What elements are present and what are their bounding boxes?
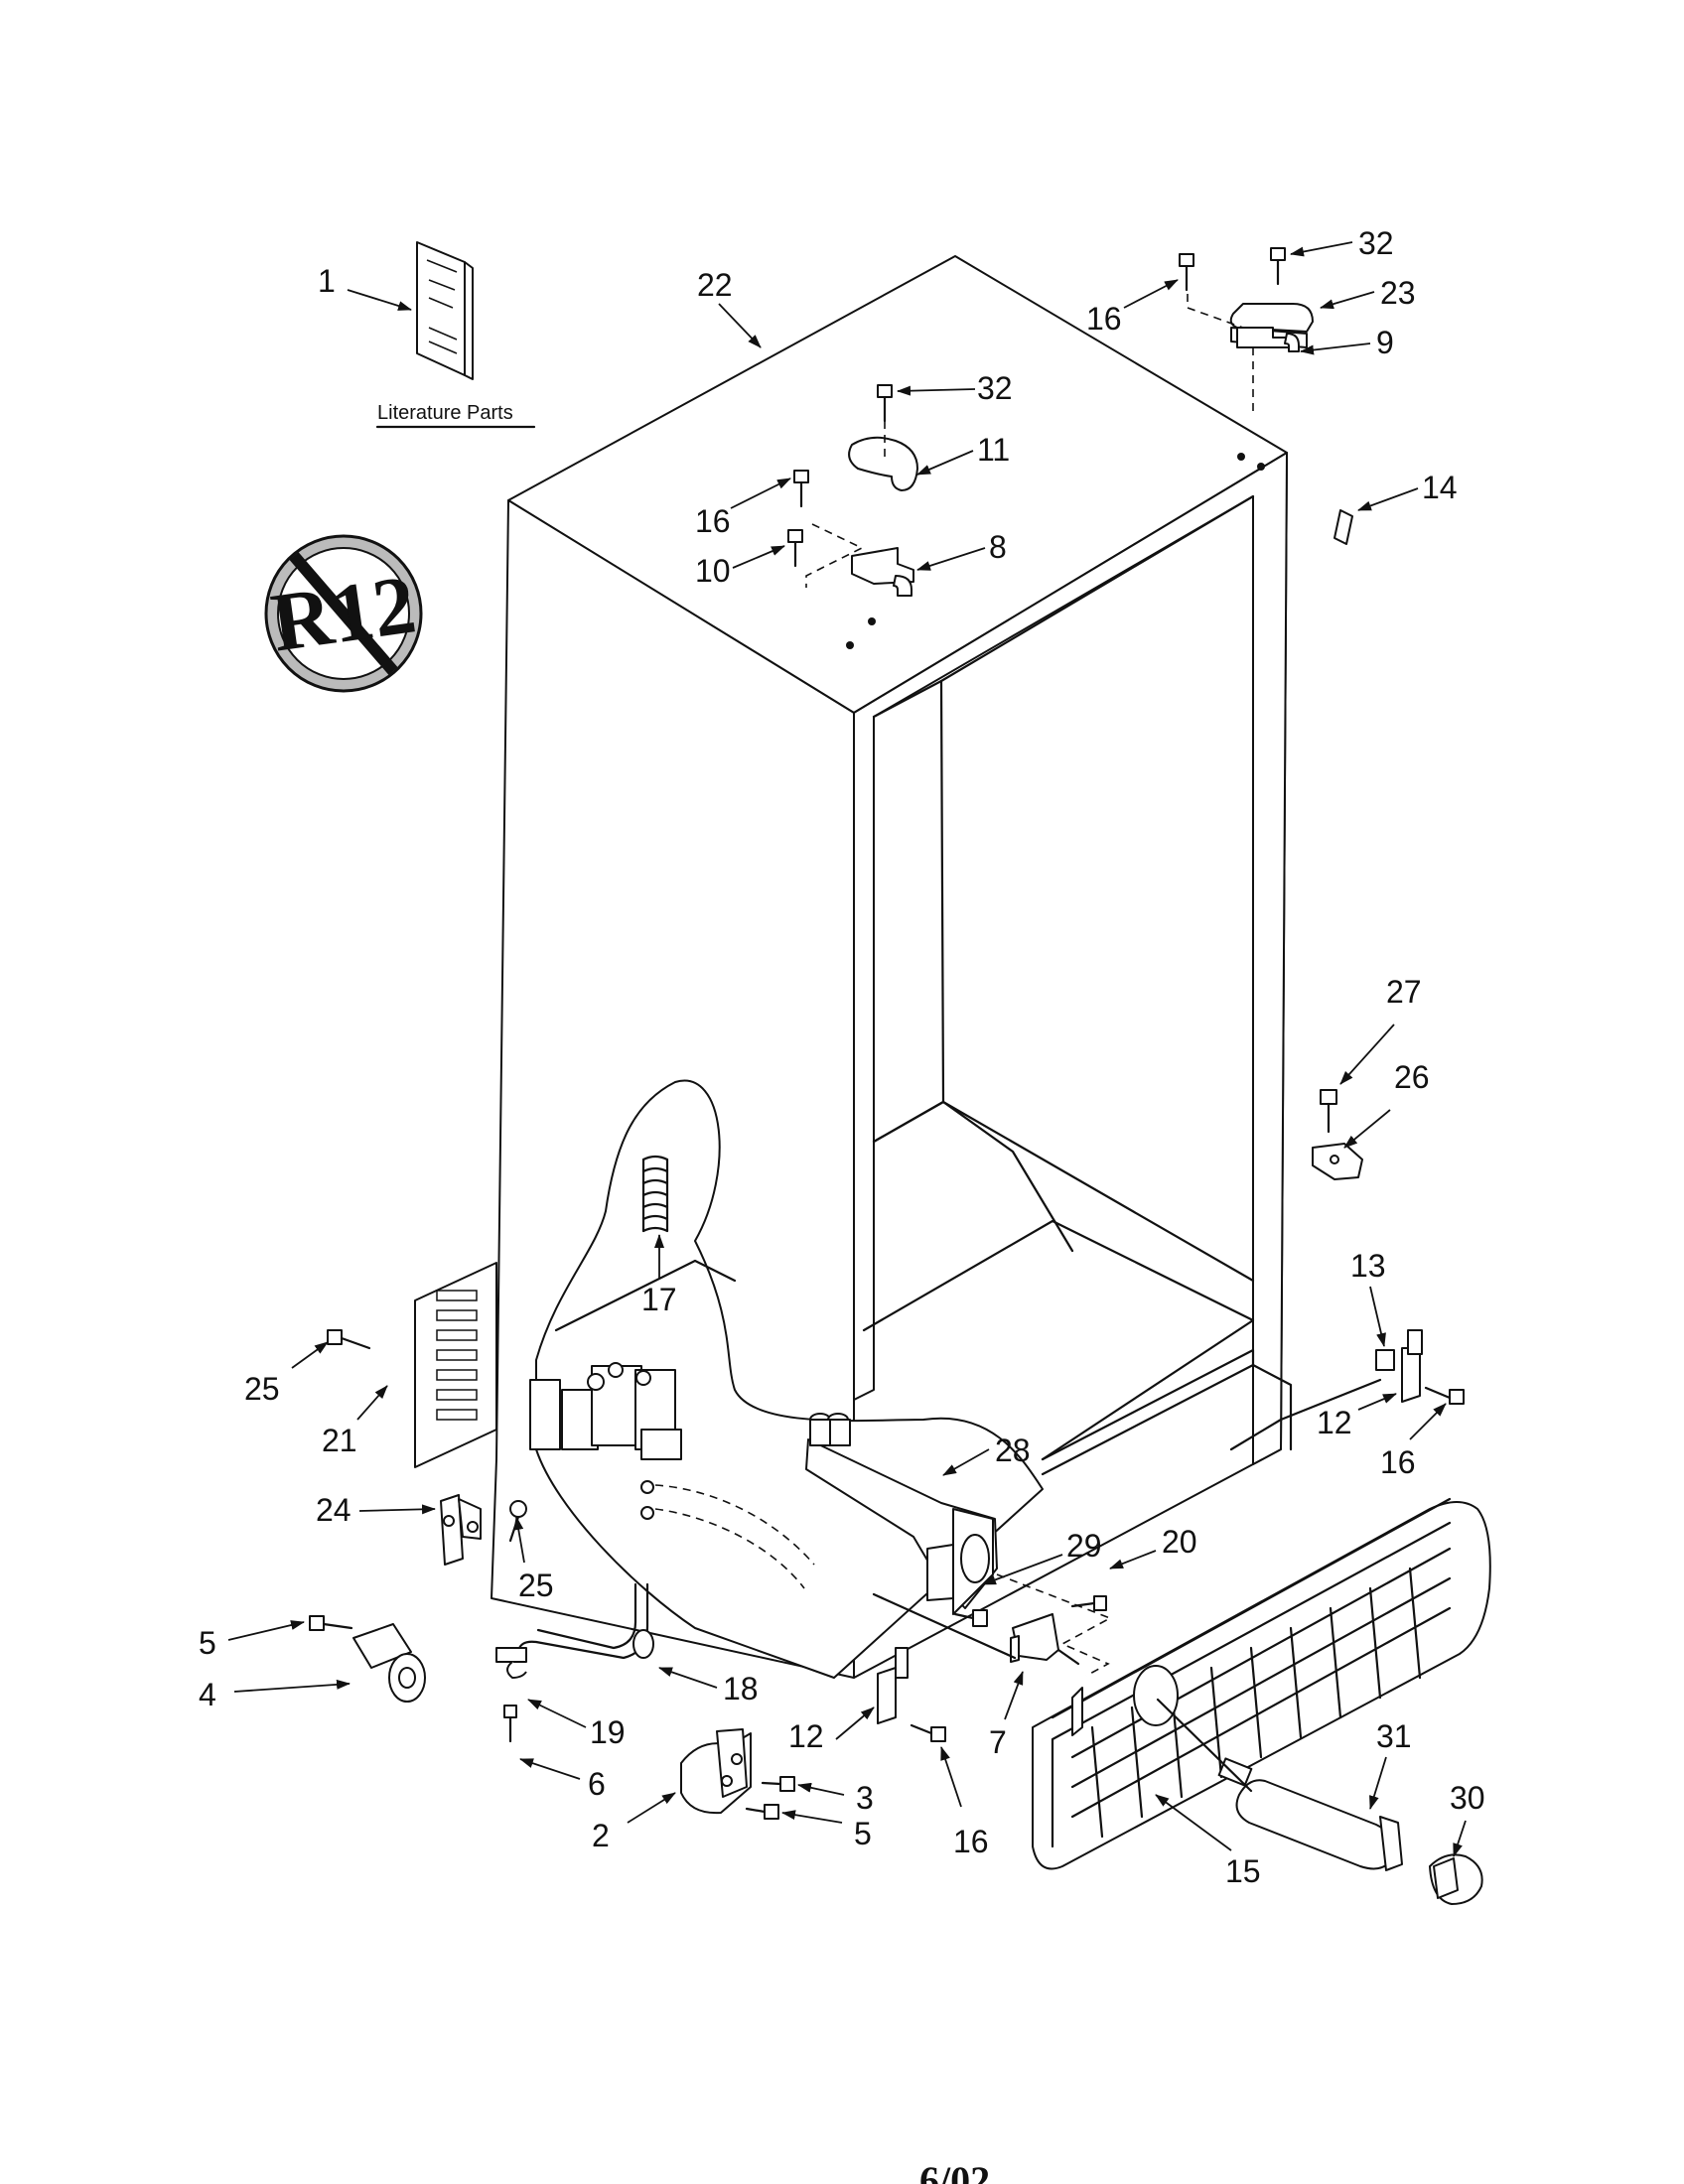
bottom-hinge-left — [877, 1647, 909, 1724]
callout-32-top-right: 32 — [1358, 225, 1394, 261]
callout-12-right: 12 — [1317, 1405, 1352, 1440]
no-r12-badge-text: R12 — [266, 558, 421, 669]
literature-caption: Literature Parts — [377, 402, 513, 424]
fill-tube — [805, 1413, 998, 1615]
callout-11: 11 — [977, 432, 1010, 468]
callout-26: 26 — [1394, 1059, 1430, 1095]
water-valve-assembly — [529, 1362, 682, 1460]
callout-30: 30 — [1450, 1780, 1485, 1816]
water-filter — [1217, 1757, 1403, 1871]
screw-3 — [761, 1776, 795, 1792]
screw-6 — [503, 1705, 517, 1743]
callout-24: 24 — [316, 1492, 351, 1528]
water-line-tube — [516, 1582, 654, 1660]
callout-25-bracket: 25 — [518, 1568, 554, 1603]
callout-5-left: 5 — [199, 1625, 216, 1661]
screw-16-top-right — [1179, 253, 1194, 292]
callout-16-top-right: 16 — [1086, 301, 1122, 337]
callout-3: 3 — [856, 1780, 874, 1816]
screw-32-right — [1270, 247, 1286, 286]
callout-2: 2 — [592, 1818, 610, 1853]
literature-booklet — [416, 241, 474, 380]
callout-31: 31 — [1376, 1718, 1412, 1754]
rear-roller — [680, 1728, 752, 1815]
alignment-line-right — [1187, 294, 1244, 329]
callout-16-bottom: 16 — [953, 1824, 989, 1859]
leader-lines — [227, 241, 1467, 1857]
screw-16-top-left — [793, 470, 809, 508]
callout-21: 21 — [322, 1423, 357, 1458]
callout-5-right: 5 — [854, 1816, 872, 1851]
callout-9: 9 — [1376, 325, 1394, 360]
screw-25-left — [327, 1329, 371, 1350]
screw-20 — [1070, 1595, 1107, 1611]
top-hinge-left — [851, 547, 914, 597]
hinge-cover-left — [848, 436, 918, 491]
callout-14: 14 — [1422, 470, 1458, 505]
screw-27 — [1320, 1089, 1337, 1134]
cabinet-plug — [1333, 509, 1353, 545]
callout-18: 18 — [723, 1671, 759, 1706]
alignment-line-left — [805, 523, 864, 588]
callout-8: 8 — [989, 529, 1007, 565]
callout-labels: 1 22 32 16 23 9 32 11 16 10 8 14 27 26 1… — [199, 225, 1485, 1889]
callout-4: 4 — [199, 1677, 216, 1712]
front-roller — [352, 1623, 426, 1703]
callout-32-top-left: 32 — [977, 370, 1013, 406]
mounting-bracket — [1312, 1143, 1363, 1180]
callout-1: 1 — [318, 263, 336, 299]
tube-clamp — [495, 1647, 527, 1679]
screw-16-bottom-right — [1424, 1386, 1465, 1405]
screw-5-right — [745, 1804, 779, 1820]
callout-15: 15 — [1225, 1853, 1261, 1889]
callout-22: 22 — [697, 267, 733, 303]
callout-13: 13 — [1350, 1248, 1386, 1284]
callout-28: 28 — [995, 1433, 1031, 1468]
cabinet-bottom-edge — [872, 1592, 1017, 1660]
callout-7: 7 — [989, 1724, 1007, 1760]
hinge-bracket-24 — [440, 1494, 482, 1566]
callout-10: 10 — [695, 553, 731, 589]
callout-17: 17 — [641, 1282, 677, 1317]
callout-12-left: 12 — [788, 1718, 824, 1754]
callout-23: 23 — [1380, 275, 1416, 311]
callout-16-top-left: 16 — [695, 503, 731, 539]
screw-29 — [953, 1609, 988, 1627]
filter-cap — [1429, 1853, 1483, 1905]
callout-29: 29 — [1066, 1528, 1102, 1564]
callout-27: 27 — [1386, 974, 1422, 1010]
filter-alignment-line — [1156, 1698, 1253, 1793]
callout-16-right: 16 — [1380, 1444, 1416, 1480]
top-hinge-right — [1236, 327, 1300, 352]
screw-5-left — [309, 1615, 353, 1631]
no-r12-badge — [264, 534, 423, 693]
grille-bracket — [1010, 1613, 1080, 1666]
bottom-hinge-right — [1375, 1329, 1423, 1403]
screw-10 — [787, 529, 803, 568]
callout-20: 20 — [1162, 1524, 1197, 1560]
callout-6: 6 — [588, 1766, 606, 1802]
callout-19: 19 — [590, 1714, 626, 1750]
screw-32-left — [877, 384, 893, 423]
page-footer-date: 6/02 — [919, 2158, 990, 2184]
toe-grille — [1032, 1497, 1491, 1870]
callout-25-left: 25 — [244, 1371, 280, 1407]
drain-tube — [641, 1155, 669, 1233]
screw-16-bottom-left — [910, 1723, 946, 1742]
rear-access-panel — [414, 1262, 497, 1468]
